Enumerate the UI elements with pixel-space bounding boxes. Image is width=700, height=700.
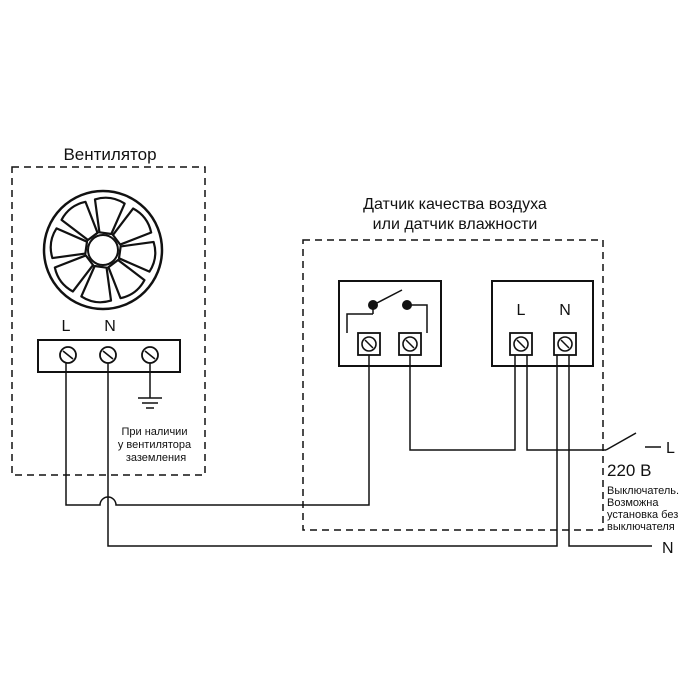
relay-terminal-screw-2: [398, 332, 422, 356]
fan-boundary: [11, 166, 206, 476]
sensor-block: Датчик качества воздуха или датчик влажн…: [302, 196, 604, 531]
sensor-relay-box: [338, 280, 442, 367]
wire-fan-l-to-relay: [65, 355, 370, 506]
wire-sensor-l-to-switch: [526, 355, 606, 451]
fan-terminal-label-l: L: [62, 318, 71, 335]
relay-terminal-screw-1: [357, 332, 381, 356]
sensor-title-line2: или датчик влажности: [373, 216, 538, 233]
fan-blade: [117, 240, 157, 273]
fan-blade: [53, 254, 95, 293]
fan-blades: [49, 196, 157, 304]
fan-title: Вентилятор: [63, 145, 156, 164]
fan-blade: [60, 200, 99, 242]
switch-note: Выключатель. Возможна установка без выкл…: [607, 485, 682, 533]
supply-switch-icon: [605, 432, 637, 451]
fan-terminal-screw-l: [59, 346, 77, 364]
supply-labels: L 220 В Выключатель. Возможна установка …: [607, 440, 682, 557]
wire-relay-to-sensor-l: [409, 355, 516, 451]
fan-blade: [111, 207, 153, 246]
ground-symbol-icon: [138, 363, 162, 409]
fan-blade: [49, 227, 89, 260]
sensor-terminal-screw-l: [509, 332, 533, 356]
fan-blade: [107, 258, 146, 300]
fan-terminal-screw-ground: [141, 346, 159, 364]
ground-note: При наличии у вентилятора заземления: [118, 426, 194, 464]
sensor-terminal-label-l: L: [517, 302, 526, 319]
fan-icon: [42, 189, 164, 311]
voltage-label: 220 В: [607, 461, 651, 480]
fan-terminal-label-n: N: [104, 318, 116, 335]
fan-terminal-screw-n: [99, 346, 117, 364]
sensor-title-line1: Датчик качества воздуха: [363, 196, 547, 213]
wires: [65, 355, 661, 547]
sensor-terminal-label-n: N: [559, 302, 571, 319]
wire-sensor-n-to-neutral: [568, 355, 652, 547]
fan-blade: [93, 196, 126, 236]
phase-label: L: [666, 440, 675, 457]
sensor-boundary: [302, 239, 604, 531]
neutral-label: N: [662, 540, 674, 557]
sensor-terminal-screw-n: [553, 332, 577, 356]
fan-block: Вентилятор L N: [11, 145, 206, 476]
relay-switch-icon: [346, 289, 428, 333]
fan-blade: [80, 264, 113, 304]
sensor-power-box: [491, 280, 594, 367]
